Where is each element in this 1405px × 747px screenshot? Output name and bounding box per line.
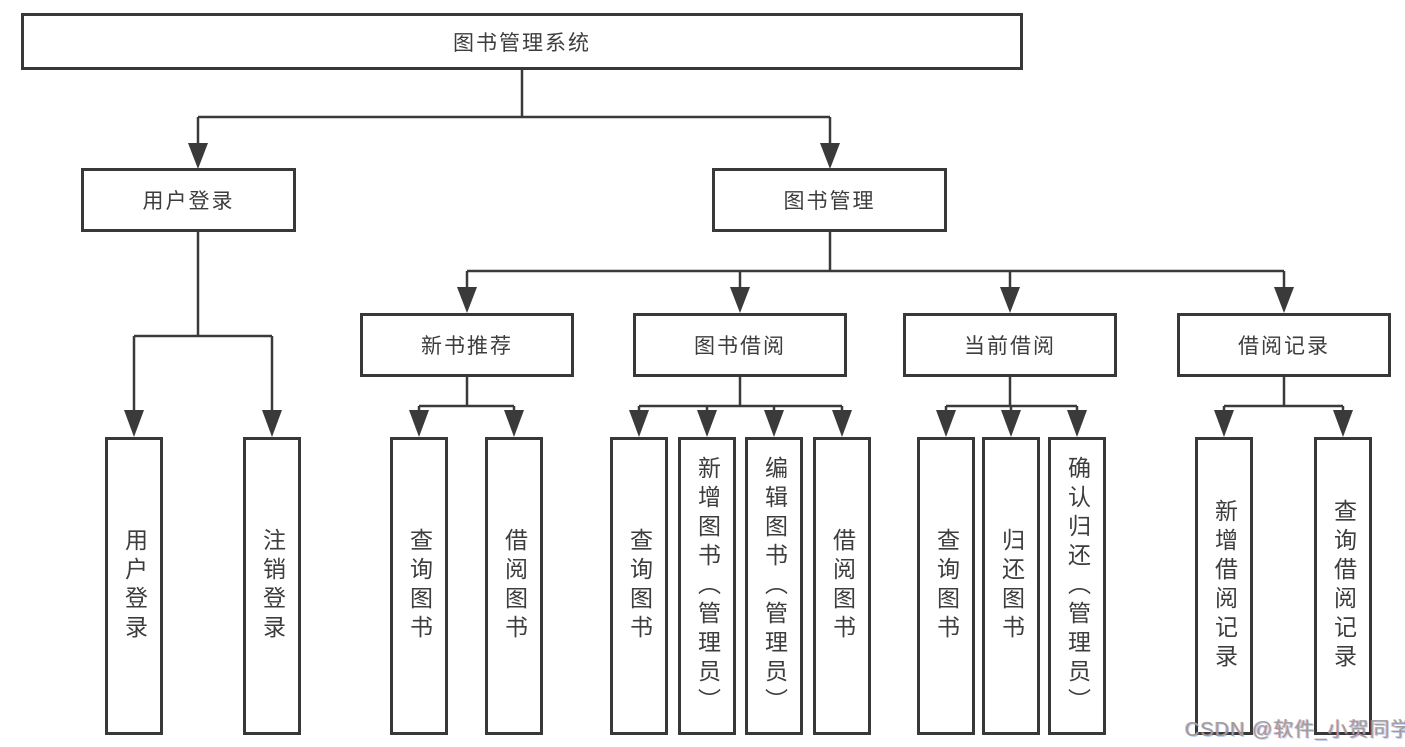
node-label: 当前借阅 [964, 335, 1056, 358]
node-label: 图书借阅 [694, 335, 786, 358]
node-label: 注销登录 [259, 528, 286, 644]
node-label: 用户登录 [142, 190, 235, 213]
leaf-confirm-return-admin: 确认归还（管理员） [1048, 437, 1106, 735]
node-label: 图书管理系统 [453, 31, 591, 55]
node-label: 查询借阅记录 [1330, 499, 1357, 673]
node-label: 用户登录 [121, 528, 148, 644]
leaf-user-login: 用户登录 [105, 437, 163, 735]
node-library-management-system: 图书管理系统 [21, 13, 1023, 70]
node-current-borrowing: 当前借阅 [903, 313, 1117, 377]
node-label: 借阅图书 [501, 528, 528, 644]
leaf-query-books-current: 查询图书 [917, 437, 975, 735]
leaf-add-book-admin: 新增图书（管理员） [678, 437, 736, 735]
leaf-query-borrow-record: 查询借阅记录 [1314, 437, 1372, 735]
leaf-borrow-books-recommend: 借阅图书 [485, 437, 543, 735]
leaf-add-borrow-record: 新增借阅记录 [1195, 437, 1253, 735]
node-label: 查询图书 [626, 528, 653, 644]
leaf-query-books-borrow: 查询图书 [610, 437, 668, 735]
node-label: 借阅图书 [829, 528, 856, 644]
node-label: 归还图书 [998, 528, 1025, 644]
node-label: 借阅记录 [1238, 335, 1330, 358]
leaf-edit-book-admin: 编辑图书（管理员） [745, 437, 803, 735]
node-borrowing-records: 借阅记录 [1177, 313, 1391, 377]
node-label: 新增借阅记录 [1211, 499, 1238, 673]
node-user-login: 用户登录 [81, 168, 296, 232]
node-book-borrowing: 图书借阅 [633, 313, 847, 377]
node-label: 新书推荐 [421, 335, 513, 358]
leaf-logout: 注销登录 [243, 437, 301, 735]
node-label: 确认归还（管理员） [1064, 455, 1091, 717]
node-label: 查询图书 [406, 528, 433, 644]
node-label: 图书管理 [783, 190, 876, 213]
node-label: 新增图书（管理员） [694, 455, 721, 717]
leaf-return-books: 归还图书 [982, 437, 1040, 735]
leaf-borrow-books-borrow: 借阅图书 [813, 437, 871, 735]
node-label: 编辑图书（管理员） [761, 455, 788, 717]
node-book-management: 图书管理 [712, 168, 947, 232]
arrowheads [124, 143, 1353, 437]
node-new-book-recommend: 新书推荐 [360, 313, 574, 377]
leaf-query-books-recommend: 查询图书 [390, 437, 448, 735]
csdn-watermark: CSDN @软件_小贺同学 [1185, 719, 1405, 741]
node-label: 查询图书 [933, 528, 960, 644]
